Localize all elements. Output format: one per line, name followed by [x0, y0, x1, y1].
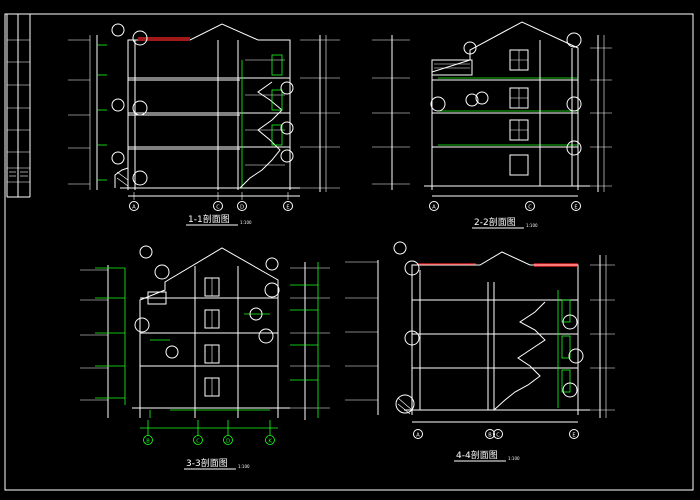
section-1-1: A C D E 1-1剖面图 1:100 [68, 23, 340, 226]
axis-bubble-D [237, 201, 247, 211]
section-4-4-stair [493, 301, 546, 411]
section-1-1-outline [127, 23, 291, 190]
section-3-3: B C D K 3-3剖面图 1:100 [80, 245, 330, 470]
section-1-1-left-dims [68, 35, 107, 190]
axis-label: C [216, 205, 220, 211]
axis-label: B [488, 433, 492, 439]
axis-label: A [432, 205, 436, 211]
section-title: 4-4剖面图 [456, 449, 498, 461]
axis-bubble-A [129, 201, 139, 211]
axis-bubble-E [283, 201, 293, 211]
axis-label: C [528, 205, 532, 211]
section-2-2-balcony [431, 59, 473, 76]
axis-label: K [268, 439, 272, 445]
axis-label: C [196, 439, 200, 445]
section-3-3-outline [139, 247, 279, 418]
section-scale: 1:100 [240, 220, 252, 225]
section-4-4: A B C E 4-4剖面图 1:100 [345, 241, 615, 462]
section-2-2: A C E 2-2剖面图 1:100 [372, 21, 612, 229]
axis-label: D [240, 205, 244, 211]
axis-label: A [132, 205, 136, 211]
axis-label: E [572, 433, 575, 439]
section-title: 2-2剖面图 [474, 216, 516, 228]
section-2-2-outline [431, 21, 579, 190]
section-4-4-outline [411, 251, 579, 415]
section-title: 1-1剖面图 [188, 213, 230, 225]
axis-bubble-C [213, 201, 223, 211]
axis-label: D [226, 439, 230, 445]
drawing-frame [4, 13, 694, 491]
section-scale: 1:100 [526, 223, 538, 228]
title-block-strip [6, 14, 31, 198]
section-1-1-stair [239, 81, 283, 189]
section-scale: 1:100 [508, 456, 520, 461]
section-title: 3-3剖面图 [186, 457, 228, 469]
axis-label: C [496, 433, 500, 439]
section-scale: 1:100 [238, 464, 250, 469]
axis-label: E [574, 205, 577, 211]
axis-label: A [416, 433, 420, 439]
axis-label: E [286, 205, 289, 211]
axis-label: B [146, 439, 150, 445]
